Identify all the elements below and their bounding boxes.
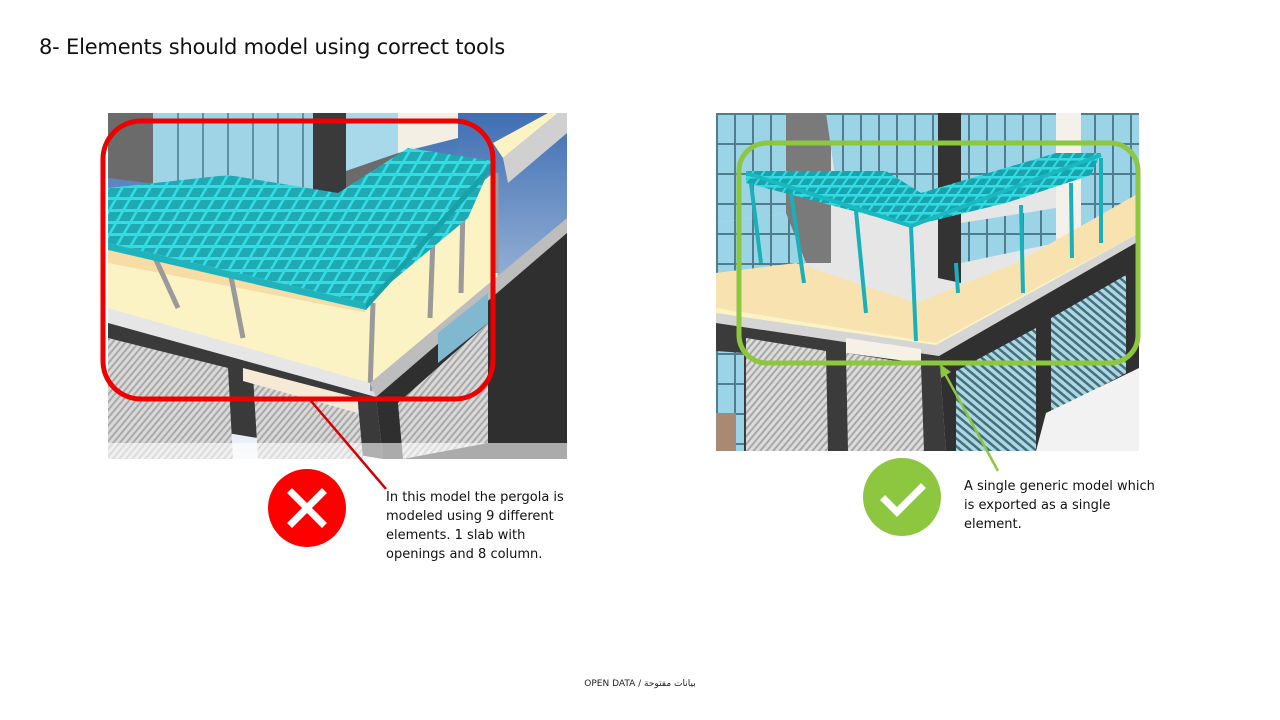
footer-label: OPEN DATA / بيانات مفتوحة [584,679,696,689]
incorrect-caption: In this model the pergola is modeled usi… [386,490,564,562]
slide-title: 8- Elements should model using correct t… [39,35,505,59]
building-render-incorrect [108,113,567,459]
building-render-correct [716,113,1139,451]
correct-caption: A single generic model which is exported… [964,479,1155,532]
correct-model-image [716,113,1139,451]
incorrect-model-image [108,113,567,459]
x-cross-icon [268,469,346,547]
checkmark-icon [863,458,941,536]
